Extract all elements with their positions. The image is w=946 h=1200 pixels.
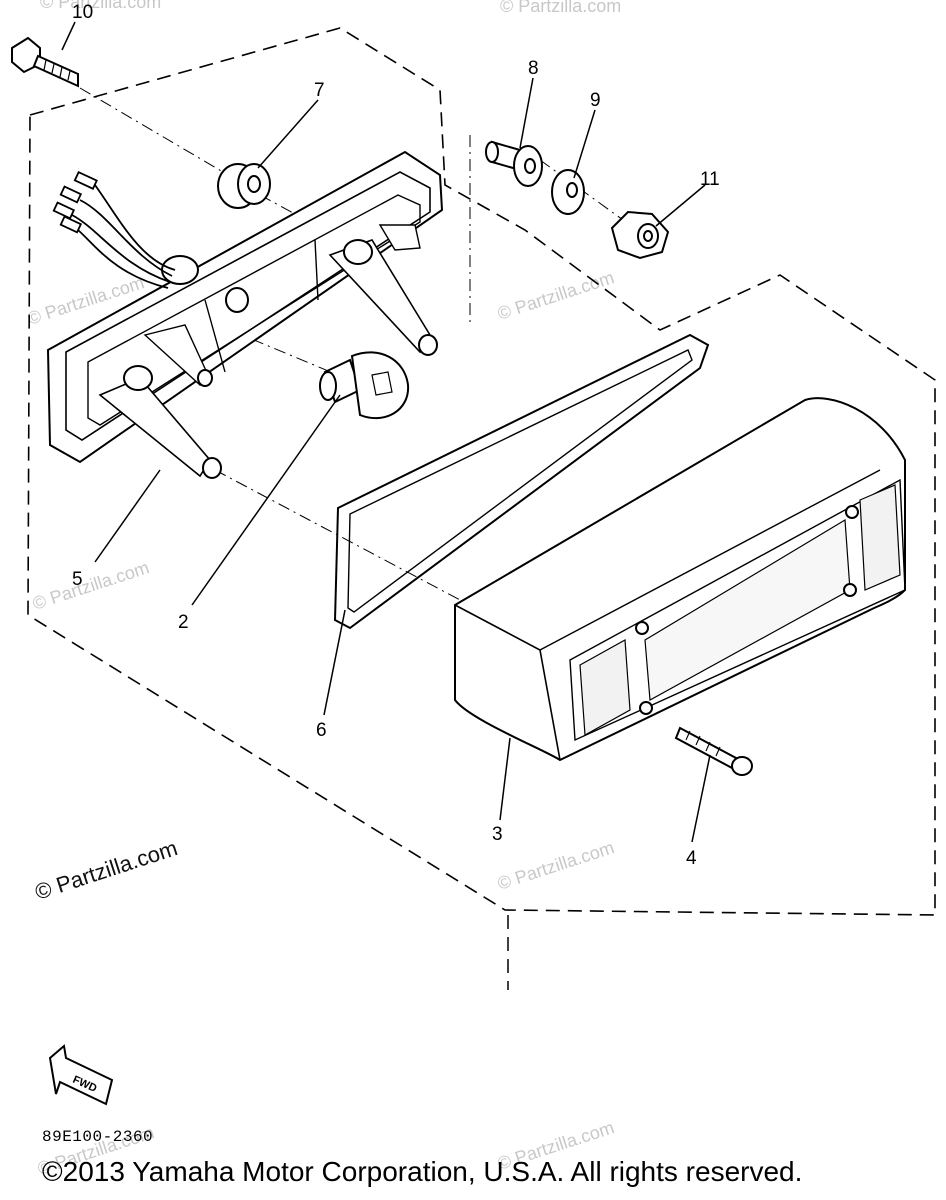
bulb-part-2 — [319, 351, 410, 420]
callout-5: 5 — [72, 569, 83, 590]
lens-part-3 — [454, 397, 906, 762]
callout-10: 10 — [72, 2, 93, 23]
callout-numbers: 10 7 8 9 11 5 2 6 3 4 — [72, 2, 720, 869]
copyright-notice: ©2013 Yamaha Motor Corporation, U.S.A. A… — [42, 1156, 803, 1187]
watermark-main: © Partzilla.com — [32, 835, 181, 905]
lamp-housing-part-5 — [46, 150, 444, 479]
callout-8: 8 — [528, 58, 539, 79]
callout-3: 3 — [492, 824, 503, 845]
leader-lines — [61, 21, 711, 843]
callout-4: 4 — [686, 848, 697, 869]
callout-2: 2 — [178, 612, 189, 633]
nut-part-11 — [610, 210, 670, 260]
washer-part-9 — [551, 169, 585, 215]
watermark: © Partzilla.com — [495, 837, 617, 894]
watermark: © Partzilla.com — [40, 0, 161, 12]
callout-6: 6 — [316, 720, 327, 741]
diagram-code: 89E100-2360 — [42, 1128, 154, 1146]
assembly-boundary — [27, 27, 936, 916]
callout-7: 7 — [314, 80, 325, 101]
screw-part-4 — [674, 726, 753, 776]
callout-9: 9 — [590, 90, 601, 111]
watermark: © Partzilla.com — [500, 0, 621, 16]
watermark: © Partzilla.com — [30, 557, 152, 614]
grommet-part-7 — [217, 163, 271, 209]
bolt-part-10 — [11, 36, 79, 88]
fwd-arrow-icon: FWD — [48, 1044, 114, 1106]
collar-part-8 — [485, 140, 543, 187]
wire-harness — [52, 170, 176, 289]
callout-11: 11 — [700, 169, 720, 190]
gasket-part-6 — [333, 333, 710, 630]
watermark: © Partzilla.com — [495, 267, 617, 324]
